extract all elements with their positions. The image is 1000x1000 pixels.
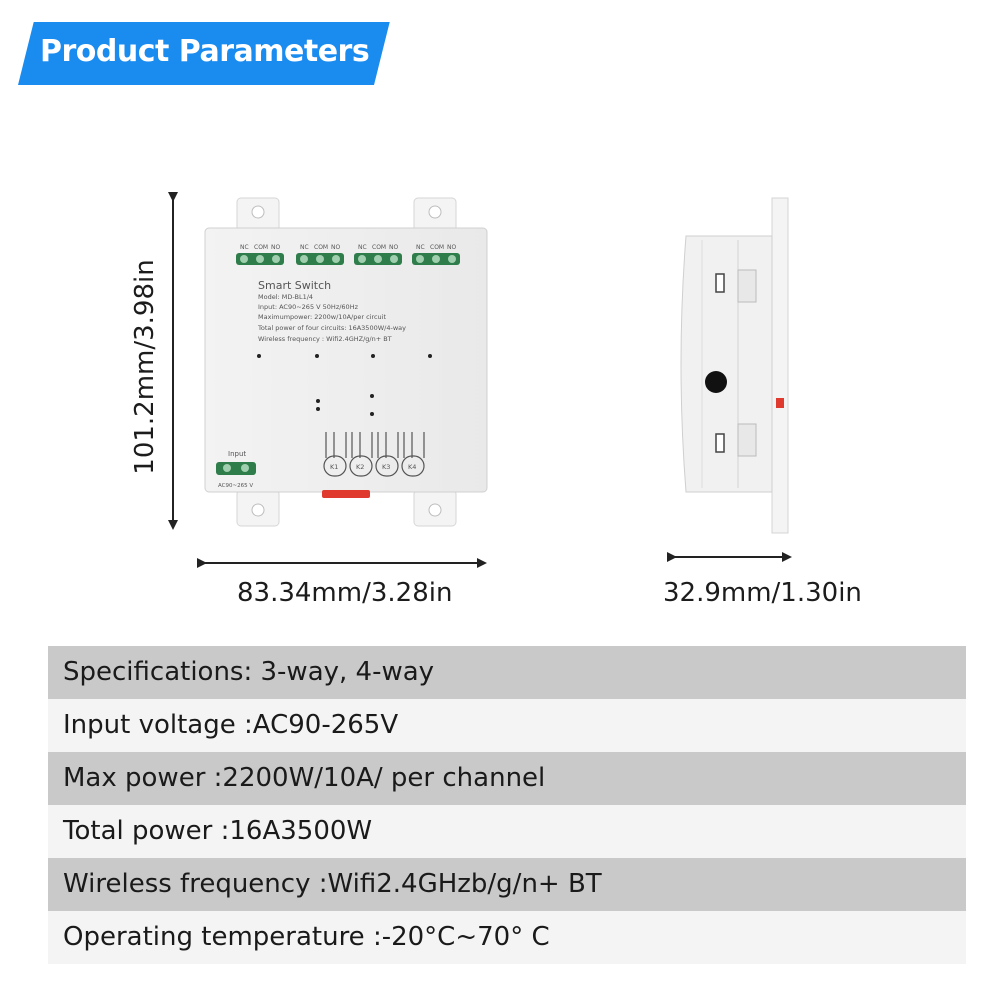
terminal-label-com-1: COM bbox=[254, 244, 268, 251]
device-name: Smart Switch bbox=[258, 279, 331, 292]
terminal-label-nc-1: NC bbox=[240, 244, 249, 251]
page-title: Product Parameters bbox=[40, 34, 370, 69]
channel-label-k2: K2 bbox=[356, 463, 364, 471]
spec-row-max-power: Max power :2200W/10A/ per channel bbox=[48, 752, 966, 805]
input-label: Input bbox=[228, 450, 246, 458]
terminal-label-com-4: COM bbox=[430, 244, 444, 251]
terminal-label-nc-3: NC bbox=[358, 244, 367, 251]
depth-dimension-label: 32.9mm/1.30in bbox=[663, 578, 862, 608]
spec-row-wireless-frequency: Wireless frequency :Wifi2.4GHzb/g/n+ BT bbox=[48, 858, 966, 911]
device-side-view bbox=[680, 197, 789, 534]
input-voltage-label: AC90~265 V bbox=[218, 483, 253, 489]
terminal-label-com-3: COM bbox=[372, 244, 386, 251]
terminal-label-no-2: NO bbox=[331, 244, 340, 251]
spec-table: Specifications: 3-way, 4-way Input volta… bbox=[48, 646, 966, 964]
height-dimension-label: 101.2mm/3.98in bbox=[130, 259, 160, 475]
channel-label-k4: K4 bbox=[408, 463, 416, 471]
device-spec-line: Maximumpower: 2200w/10A/per circuit bbox=[258, 313, 386, 321]
spec-row-operating-temperature: Operating temperature :-20°C~70° C bbox=[48, 911, 966, 964]
width-dimension-label: 83.34mm/3.28in bbox=[237, 578, 453, 608]
spec-row-input-voltage: Input voltage :AC90-265V bbox=[48, 699, 966, 752]
terminal-label-nc-2: NC bbox=[300, 244, 309, 251]
terminal-label-nc-4: NC bbox=[416, 244, 425, 251]
device-spec-line: Model: MD-BL1/4 bbox=[258, 293, 313, 301]
channel-label-k1: K1 bbox=[330, 463, 338, 471]
product-diagram: NC COM NO NC COM NO NC COM NO NC COM NO … bbox=[168, 192, 792, 568]
device-spec-line: Wireless frequency : Wifi2.4GHZ/g/n+ BT bbox=[258, 335, 392, 343]
terminal-label-no-1: NO bbox=[271, 244, 280, 251]
terminal-label-no-4: NO bbox=[447, 244, 456, 251]
device-spec-line: Total power of four circuits: 16A3500W/4… bbox=[257, 324, 406, 332]
spec-row-total-power: Total power :16A3500W bbox=[48, 805, 966, 858]
device-front-view: NC COM NO NC COM NO NC COM NO NC COM NO … bbox=[204, 197, 488, 527]
terminal-label-com-2: COM bbox=[314, 244, 328, 251]
terminal-label-no-3: NO bbox=[389, 244, 398, 251]
channel-label-k3: K3 bbox=[382, 463, 390, 471]
spec-row-specifications: Specifications: 3-way, 4-way bbox=[48, 646, 966, 699]
device-spec-line: Input: AC90~265 V 50Hz/60Hz bbox=[258, 303, 359, 311]
